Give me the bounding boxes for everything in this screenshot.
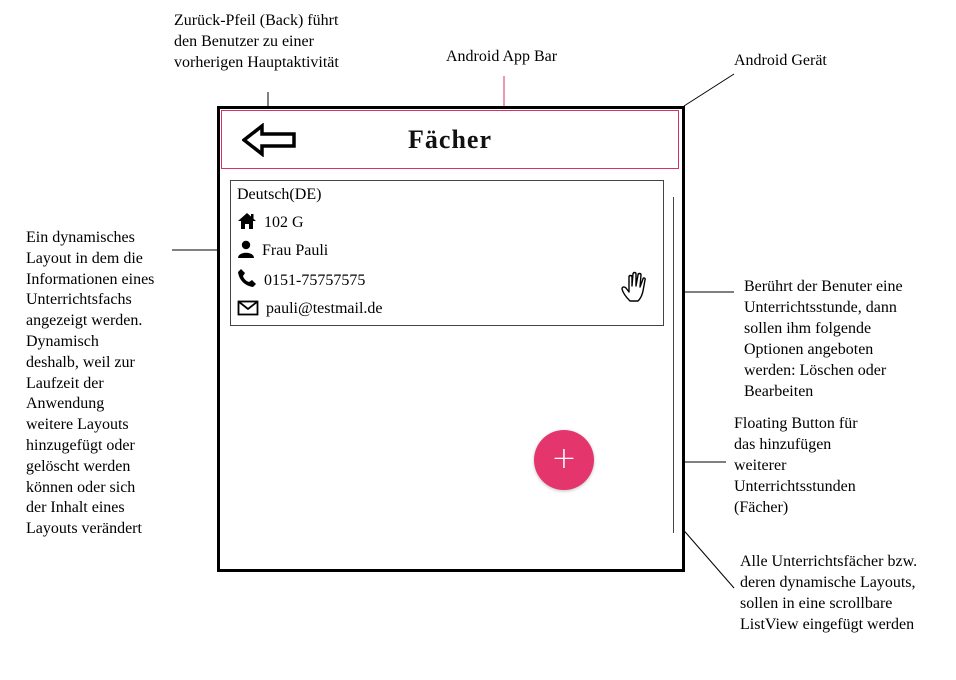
phone-row: 0151-75757575 <box>237 268 365 290</box>
room-row: 102 G <box>237 212 304 232</box>
email-row: pauli@testmail.de <box>237 300 382 318</box>
subject-card[interactable]: Deutsch(DE) 102 G Frau Pauli 0151-757575… <box>230 180 664 326</box>
person-icon <box>237 240 262 259</box>
annotation-device: Android Gerät <box>734 50 827 71</box>
annotation-dynamic-layout: Ein dynamisches Layout in dem die Inform… <box>26 228 154 540</box>
plus-icon: + <box>551 441 577 476</box>
email-value: pauli@testmail.de <box>266 300 383 317</box>
annotation-line: Dynamisch <box>26 332 99 350</box>
annotation-line: (Fächer) <box>734 499 789 516</box>
annotation-line: hinzugefügt oder <box>26 436 135 454</box>
annotation-line: Floating Button für <box>734 415 858 432</box>
annotation-line: weiterer <box>734 457 787 474</box>
annotation-line: Zurück-Pfeil (Back) führt <box>174 12 339 29</box>
mail-icon <box>237 300 266 317</box>
annotation-line: Android Gerät <box>734 52 827 69</box>
annotation-line: sollen in eine scrollbare <box>740 595 893 612</box>
annotation-line: Anwendung <box>26 395 105 413</box>
hand-touch-icon <box>621 271 655 308</box>
home-icon <box>237 213 264 231</box>
annotation-line: können oder sich <box>26 478 136 496</box>
annotation-line: Berührt der Benuter eine <box>744 278 903 295</box>
annotation-line: Layouts verändert <box>26 520 142 538</box>
annotation-line: gelöscht werden <box>26 457 131 475</box>
listview-scrollbar[interactable] <box>673 197 674 533</box>
phone-icon <box>237 269 264 289</box>
annotation-line: Unterrichtsstunden <box>734 478 856 495</box>
room-value: 102 G <box>264 214 304 231</box>
add-subject-fab[interactable]: + <box>534 430 594 490</box>
annotation-line: weitere Layouts <box>26 416 129 434</box>
annotation-line: Unterrichtsfachs <box>26 291 132 309</box>
page-title: Fächer <box>408 125 492 154</box>
annotation-line: Optionen angeboten <box>744 341 874 358</box>
back-arrow-icon[interactable] <box>241 122 298 162</box>
annotation-back-arrow: Zurück-Pfeil (Back) führt den Benutzer z… <box>174 10 339 73</box>
annotation-app-bar: Android App Bar <box>446 46 557 67</box>
annotation-line: sollen ihm folgende <box>744 320 872 337</box>
annotation-line: das hinzufügen <box>734 436 832 453</box>
annotation-line: Laufzeit der <box>26 374 104 392</box>
annotation-line: Layout in dem die <box>26 249 143 267</box>
annotation-listview: Alle Unterrichtsfächer bzw. deren dynami… <box>740 551 917 635</box>
annotation-line: deren dynamische Layouts, <box>740 574 916 591</box>
annotation-touch-options: Berührt der Benuter eine Unterrichtsstun… <box>744 276 903 402</box>
annotation-line: angezeigt werden. <box>26 312 143 330</box>
android-device-frame <box>217 106 685 572</box>
annotation-line: den Benutzer zu einer <box>174 33 314 50</box>
app-bar: Fächer <box>221 110 679 169</box>
annotation-line: Informationen eines <box>26 270 155 288</box>
annotation-line: der Inhalt eines <box>26 499 125 517</box>
annotation-line: Alle Unterrichtsfächer bzw. <box>740 553 918 570</box>
teacher-row: Frau Pauli <box>237 240 328 260</box>
subject-name: Deutsch(DE) <box>237 186 322 203</box>
teacher-value: Frau Pauli <box>262 242 329 259</box>
annotation-line: Ein dynamisches <box>26 229 135 246</box>
annotation-line: vorherigen Hauptaktivität <box>174 54 339 71</box>
annotation-line: Android App Bar <box>446 48 558 65</box>
phone-value: 0151-75757575 <box>264 272 366 289</box>
annotation-line: ListView eingefügt werden <box>740 616 915 633</box>
annotation-line: Bearbeiten <box>744 383 814 400</box>
annotation-line: deshalb, weil zur <box>26 353 135 371</box>
annotation-line: werden: Löschen oder <box>744 362 887 379</box>
annotation-line: Unterrichtsstunde, dann <box>744 299 897 316</box>
annotation-floating-button: Floating Button für das hinzufügen weite… <box>734 413 858 518</box>
